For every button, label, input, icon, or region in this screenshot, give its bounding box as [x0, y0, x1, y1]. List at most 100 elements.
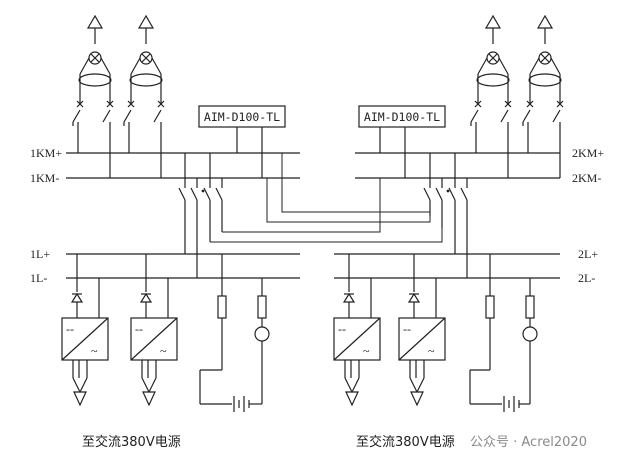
wire: [130, 57, 141, 75]
switch-x: [474, 100, 482, 108]
switch-blade: [552, 109, 561, 123]
converter-dc-label: --: [338, 322, 346, 336]
current-transformer-icon: [528, 73, 562, 87]
converter-box: [398, 317, 446, 361]
wire: [529, 57, 540, 75]
caption-left: 至交流380V电源: [82, 434, 181, 450]
label-2l-neg: 2L-: [578, 271, 595, 285]
fuse-icon: [257, 295, 267, 319]
wire: [79, 377, 88, 393]
current-transformer-icon: [476, 73, 510, 87]
switch-x: [157, 100, 165, 108]
label-2km-neg: 2KM-: [572, 171, 601, 185]
label-1l-neg: 1L-: [30, 271, 47, 285]
wire: [550, 57, 561, 75]
label-2km-pos: 2KM+: [572, 146, 604, 160]
switch-blade: [500, 109, 509, 123]
l-buses: 1L+ 1L- 2L+ 2L-: [30, 247, 598, 285]
switch-blade: [72, 109, 81, 123]
km-buses: 1KM+ 1KM- 2KM+ 2KM-: [30, 146, 604, 185]
tie-switches-right: [423, 153, 468, 278]
rectifier-module: -- ~: [61, 254, 109, 407]
ac-source-triangle-icon: [410, 391, 424, 407]
monitor-right-label: AIM-D100-TL: [364, 110, 440, 124]
label-1km-neg: 1KM-: [30, 171, 59, 185]
label-1l-pos: 1L+: [30, 247, 50, 261]
ac-source-triangle-icon: [73, 391, 87, 407]
fuse-icon: [525, 295, 535, 319]
current-transformer-icon: [129, 73, 163, 87]
converter-diagonal: [61, 317, 109, 361]
watermark: 公众号 · Acrel2020: [470, 435, 587, 450]
wire: [141, 377, 150, 393]
load-triangle-icon: [86, 14, 104, 29]
converter-box: [333, 317, 381, 361]
wire: [477, 57, 488, 75]
lamp-cross: [141, 53, 151, 63]
lamp-cross: [90, 53, 100, 63]
converter-ac-label: ~: [91, 344, 98, 358]
wire: [351, 377, 360, 393]
wire: [79, 57, 90, 75]
converter-diagonal: [398, 317, 446, 361]
wire: [498, 57, 509, 75]
switch-blade: [123, 109, 132, 123]
label-2l-pos: 2L+: [578, 247, 598, 261]
tie-switches-left: [178, 153, 223, 278]
wire: [151, 57, 162, 75]
switch-x: [127, 100, 135, 108]
caption-right: 至交流380V电源: [356, 434, 455, 450]
diode-icon: [70, 292, 84, 303]
rectifier-module: -- ~: [333, 254, 381, 407]
monitor-left-label: AIM-D100-TL: [204, 110, 280, 124]
converter-box: [61, 317, 109, 361]
lamp-cross: [540, 53, 550, 63]
switch-x: [76, 100, 84, 108]
monitor-right: AIM-D100-TL: [358, 105, 446, 178]
converter-ac-label: ~: [363, 344, 370, 358]
converter-dc-label: --: [403, 322, 411, 336]
wire: [72, 377, 81, 393]
label-1km-pos: 1KM+: [30, 146, 62, 160]
wire: [344, 377, 353, 393]
wire: [148, 377, 157, 393]
converter-ac-label: ~: [160, 344, 167, 358]
converter-dc-label: --: [66, 322, 74, 336]
load-triangle-icon: [137, 14, 155, 29]
tie-wiring: [210, 153, 443, 243]
battery-branch: [469, 254, 538, 412]
lamp-cross: [488, 53, 498, 63]
load-triangle-icon: [484, 14, 502, 29]
fuse-icon: [217, 295, 227, 319]
converter-diagonal: [130, 317, 178, 361]
load-branches: [72, 14, 564, 178]
switch-blade: [470, 109, 479, 123]
load-branch: [470, 14, 512, 178]
converter-dc-label: --: [135, 322, 143, 336]
meter-icon: [522, 326, 538, 342]
switch-blade: [153, 109, 162, 123]
converter-ac-label: ~: [428, 344, 435, 358]
rectifier-module: -- ~: [398, 254, 446, 407]
current-transformer-icon: [78, 73, 112, 87]
wire: [100, 57, 111, 75]
monitor-left: AIM-D100-TL: [198, 105, 286, 178]
ac-source-triangle-icon: [142, 391, 156, 407]
load-triangle-icon: [536, 14, 554, 29]
battery-branch: [199, 254, 270, 412]
switch-blade: [522, 109, 531, 123]
switch-x: [504, 100, 512, 108]
converter-box: [130, 317, 178, 361]
power-sections: -- ~ -- ~ -- ~ -- ~: [61, 254, 538, 412]
converter-diagonal: [333, 317, 381, 361]
switch-blade: [102, 109, 111, 123]
meter-icon: [254, 326, 270, 342]
load-branch: [123, 14, 165, 178]
ac-source-triangle-icon: [345, 391, 359, 407]
switch-x: [106, 100, 114, 108]
rectifier-module: -- ~: [130, 254, 178, 407]
diode-icon: [342, 292, 356, 303]
load-branch: [72, 14, 114, 178]
